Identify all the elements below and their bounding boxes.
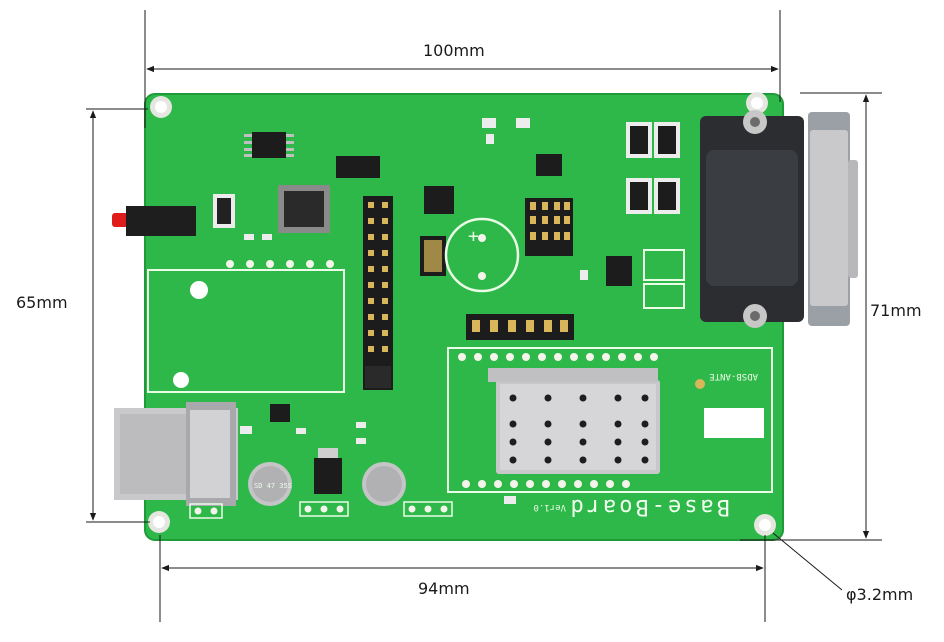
mounting-hole-bottom-right <box>754 514 776 536</box>
pcb-substrate <box>145 94 783 540</box>
module-outline-left <box>147 269 345 393</box>
soic8-chip-middle <box>424 186 454 214</box>
dimension-label-bottom: 94mm <box>418 579 470 598</box>
small-regulator <box>536 154 562 176</box>
pad-row-bottom <box>189 501 453 519</box>
svg-text:+: + <box>468 226 479 247</box>
usb-b-connector <box>114 402 238 506</box>
pin-header-vertical <box>363 196 393 390</box>
hole-leader-line <box>772 532 843 591</box>
dimension-annotations <box>86 10 882 622</box>
pin-header-horizontal <box>466 314 574 340</box>
mounting-hole-top-right <box>746 92 768 114</box>
capacitor-footprint: + <box>444 217 520 293</box>
pcb-board: + <box>112 92 858 541</box>
voltage-regulator <box>314 458 342 494</box>
electrolytic-capacitor-right <box>362 462 406 506</box>
qfp-microcontroller <box>278 185 330 233</box>
dimension-label-left: 65mm <box>16 293 68 312</box>
mounting-hole-top-left <box>150 96 172 118</box>
dimension-label-right: 71mm <box>870 301 922 320</box>
mounting-hole-bottom-left <box>148 511 170 533</box>
dimension-label-hole: φ3.2mm <box>846 585 913 604</box>
svg-text:SD 47 35S: SD 47 35S <box>254 482 292 490</box>
module-outline-right <box>447 347 773 493</box>
antenna-cutout <box>704 408 764 438</box>
board-name-silk: Base-Board <box>568 494 730 519</box>
pad-row-top <box>226 260 334 268</box>
pad-row-module-bottom <box>462 480 630 488</box>
pad-row-module-top <box>458 353 658 361</box>
smd-passives <box>244 134 588 504</box>
led-indicator <box>112 206 196 236</box>
pin-header-gold <box>525 198 573 256</box>
soic8-chip <box>244 132 294 158</box>
db9-connector <box>700 110 858 328</box>
board-version-silk: Ver1.0 <box>533 502 566 512</box>
pin-header-top <box>336 156 380 178</box>
rf-shield-module <box>488 368 660 474</box>
power-components <box>606 122 685 309</box>
module-silk-label: ADSB-ANTE <box>709 371 758 381</box>
electrolytic-capacitor-left: SD 47 35S <box>248 462 292 506</box>
dimension-label-top: 100mm <box>423 41 485 60</box>
